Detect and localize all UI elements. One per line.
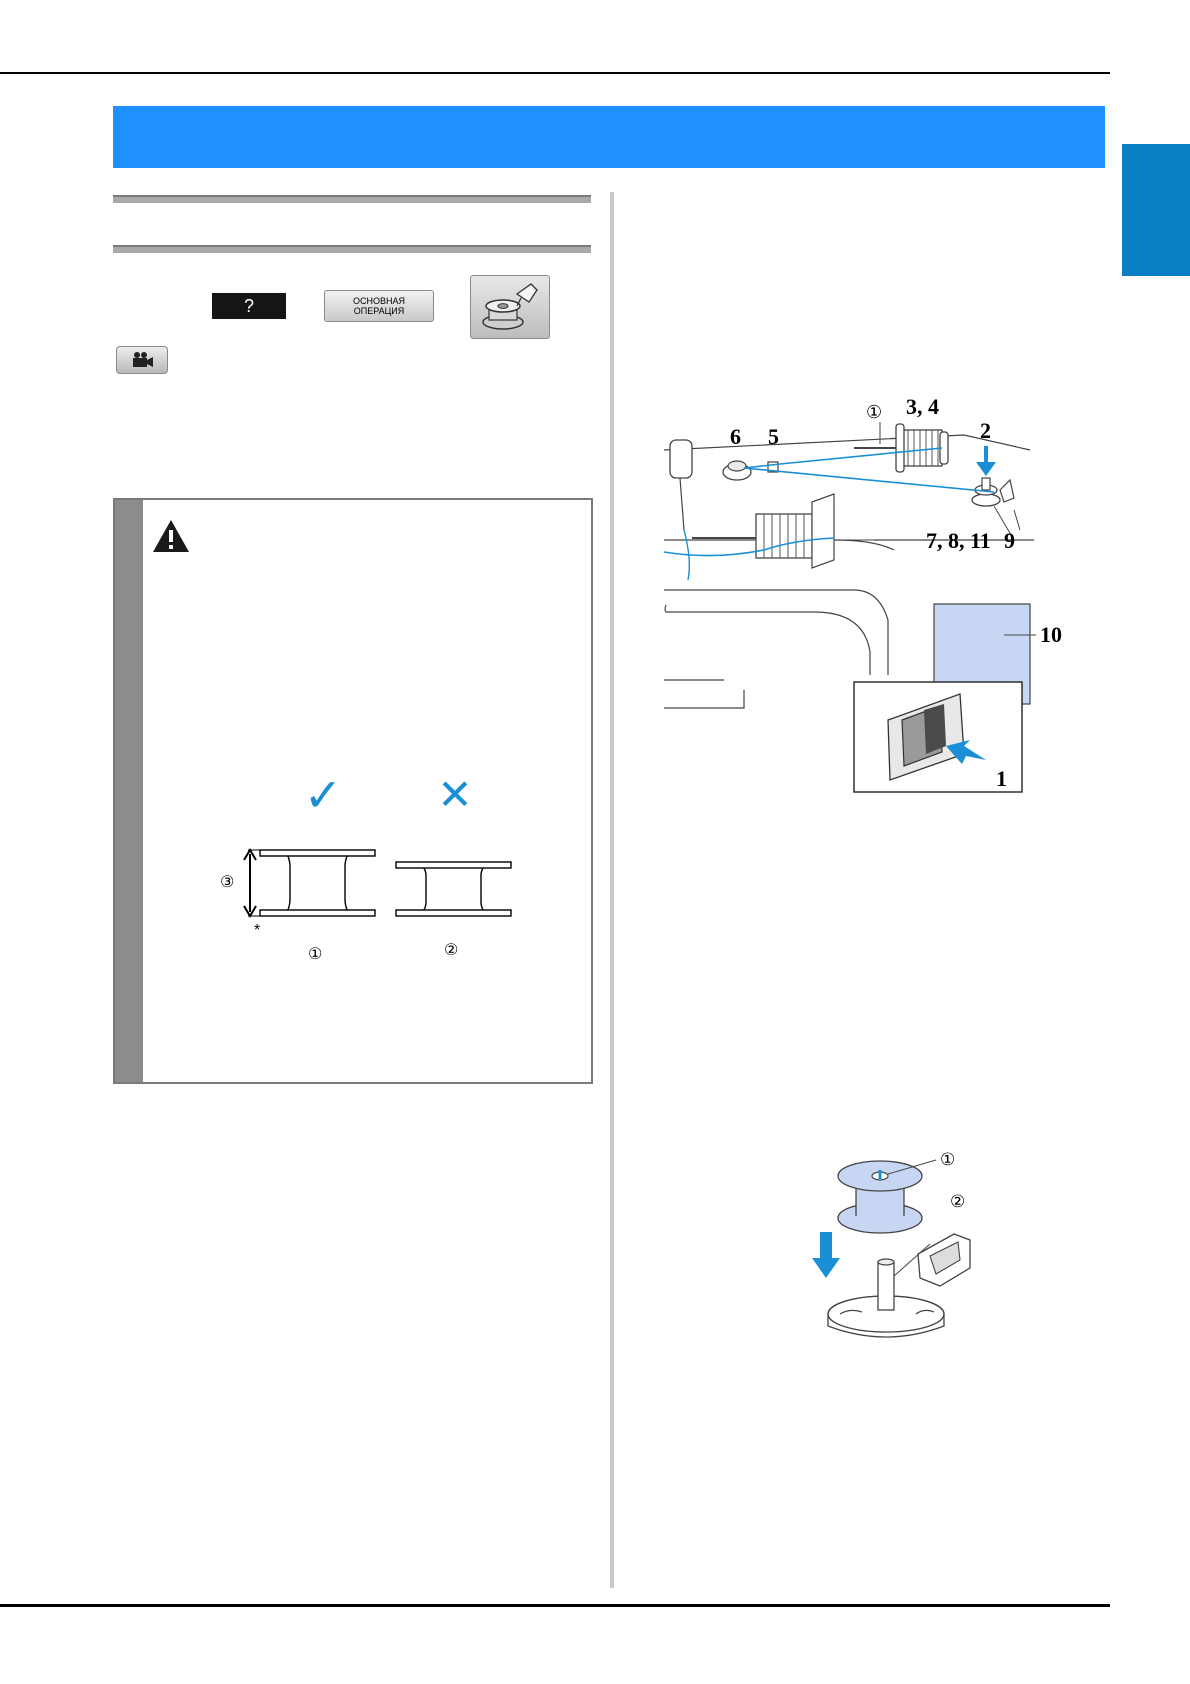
- bobbin-winding-button[interactable]: [470, 275, 550, 339]
- bobbin-label-2: ②: [950, 1192, 966, 1211]
- top-rule: [0, 72, 1110, 74]
- callout-2: 2: [980, 418, 991, 443]
- caution-box: [113, 498, 593, 1084]
- callout-power-switch-1: 1: [996, 766, 1007, 791]
- cross-mark-icon: ✕: [437, 771, 473, 818]
- video-camera-icon: [133, 352, 153, 367]
- height-arrow: [243, 848, 260, 918]
- subsection-bar-top: [113, 195, 591, 203]
- correct-bobbin-label: ①: [308, 946, 323, 963]
- column-divider: [610, 192, 614, 1588]
- section-title-banner: [113, 106, 1105, 168]
- help-button-label: ?: [243, 295, 254, 316]
- help-button[interactable]: ?: [212, 293, 286, 319]
- subsection-bar-bottom: [113, 245, 591, 253]
- video-button[interactable]: [116, 346, 168, 374]
- basic-operation-label-2: ОПЕРАЦИЯ: [353, 306, 405, 316]
- asterisk-label: *: [254, 922, 261, 939]
- bobbin-label-1: ①: [940, 1150, 956, 1169]
- caution-side-strip: [115, 500, 143, 1082]
- bottom-rule: [0, 1604, 1110, 1607]
- callout-3-4: 3, 4: [906, 394, 939, 419]
- check-mark-icon: ✓: [303, 769, 343, 821]
- incorrect-bobbin-drawing: [395, 861, 512, 917]
- incorrect-bobbin-label: ②: [444, 942, 459, 959]
- callout-6: 6: [730, 424, 741, 449]
- basic-operation-button[interactable]: ОСНОВНАЯ ОПЕРАЦИЯ: [324, 290, 434, 322]
- bobbin-winding-threading-illustration: [664, 422, 1036, 793]
- bobbin-size-diagram: [243, 848, 512, 918]
- bobbin-winder-icon: [482, 283, 538, 330]
- callout-5: 5: [768, 424, 779, 449]
- height-label: ③: [220, 874, 235, 891]
- basic-operation-label-1: ОСНОВНАЯ: [352, 296, 405, 306]
- chapter-side-tab: [1122, 144, 1190, 276]
- callout-10: 10: [1040, 622, 1062, 647]
- warning-icon: [153, 520, 189, 552]
- callout-7-8-11: 7, 8, 11: [926, 528, 991, 553]
- callout-9: 9: [1004, 528, 1015, 553]
- correct-bobbin-drawing: [259, 849, 376, 917]
- bobbin-placement-illustration: [812, 1159, 971, 1338]
- callout-circled-1: ①: [866, 402, 883, 422]
